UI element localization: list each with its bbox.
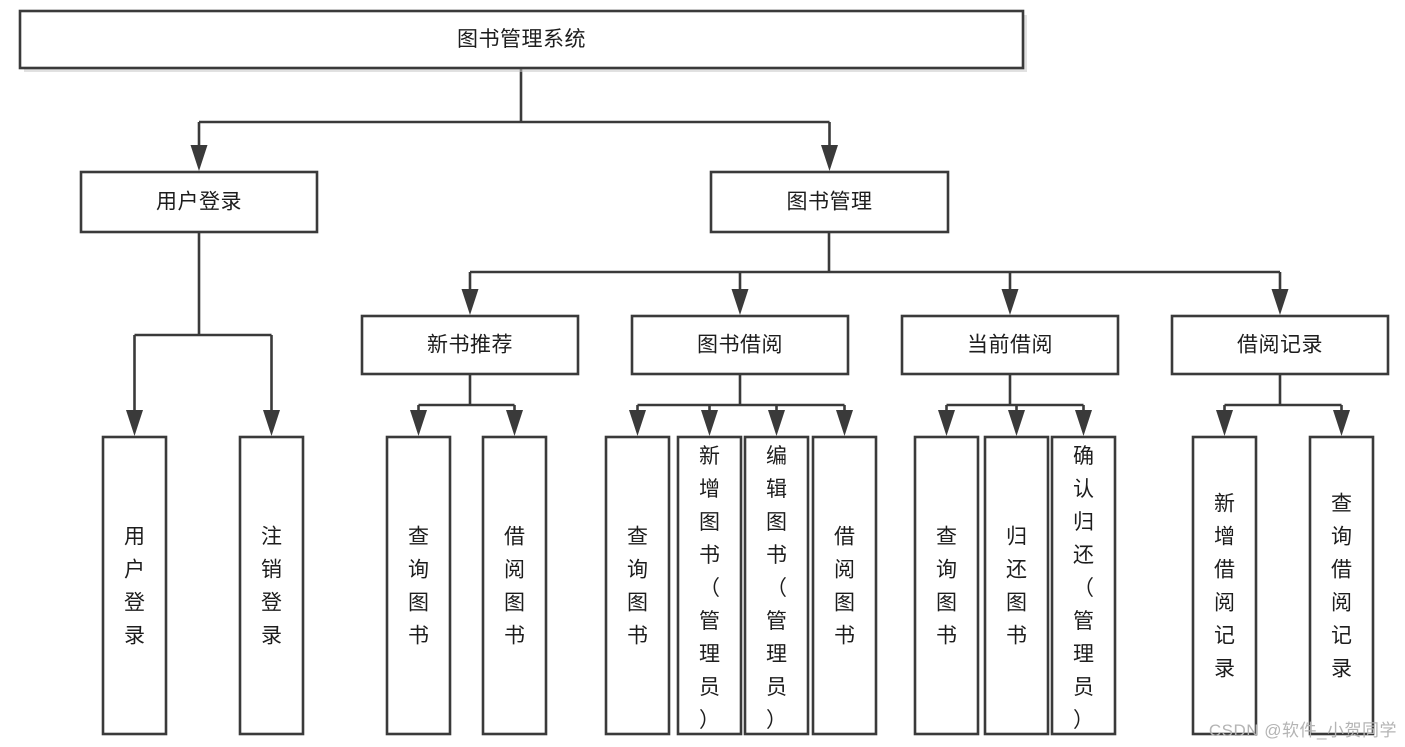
arrow-head-icon [1075,410,1092,436]
node-leaf-query-record[interactable]: 查询借阅记录 [1308,435,1375,736]
arrow-head-icon [126,410,143,436]
arrow-head-icon [629,410,646,436]
arrow-head-icon [768,410,785,436]
arrow-head-icon [190,145,208,171]
node-label: 编辑图书（管理员） [766,445,787,732]
connector-layer [126,68,1350,436]
node-leaf-add-record[interactable]: 新增借阅记录 [1191,435,1258,736]
node-user-login[interactable]: 用户登录 [79,170,319,234]
node-leaf-query-book-1[interactable]: 查询图书 [385,435,452,736]
node-current-borrow[interactable]: 当前借阅 [900,314,1120,376]
node-leaf-return-book[interactable]: 归还图书 [983,435,1050,736]
node-leaf-query-book-3[interactable]: 查询图书 [913,435,980,736]
node-box[interactable] [1050,435,1117,736]
connector-group-book-borrow [629,374,853,436]
node-box[interactable] [604,435,671,736]
node-label: 新增借阅记录 [1214,492,1235,680]
node-box[interactable] [811,435,878,736]
node-leaf-user-login[interactable]: 用户登录 [101,435,168,736]
node-label: 图书管理系统 [457,28,586,51]
node-box[interactable] [385,435,452,736]
arrow-head-icon [410,410,427,436]
node-box[interactable] [101,435,168,736]
node-label: 查询图书 [936,525,957,647]
node-box[interactable] [900,314,1120,376]
node-label: 查询图书 [627,525,648,647]
node-label: 确认归还（管理员） [1073,445,1094,732]
node-leaf-edit-book[interactable]: 编辑图书（管理员） [743,435,810,736]
node-label: 当前借阅 [967,334,1053,357]
arrow-head-icon [1216,410,1233,436]
arrow-head-icon [731,289,749,315]
node-box[interactable] [1170,314,1390,376]
node-box[interactable] [18,9,1025,70]
node-label: 图书管理 [787,191,873,214]
node-label: 新书推荐 [427,334,513,357]
node-box[interactable] [630,314,850,376]
node-box[interactable] [983,435,1050,736]
arrow-head-icon [1333,410,1350,436]
node-new-book-rec[interactable]: 新书推荐 [360,314,580,376]
csdn-watermark: CSDN @软件_小贺同学 [1208,721,1397,740]
arrow-head-icon [461,289,479,315]
arrow-head-icon [1001,289,1019,315]
node-box[interactable] [79,170,319,234]
node-borrow-record[interactable]: 借阅记录 [1170,314,1390,376]
node-box[interactable] [1308,435,1375,736]
node-box[interactable] [676,435,743,736]
arrow-head-icon [263,410,280,436]
node-root[interactable]: 图书管理系统 [18,9,1027,72]
node-leaf-confirm-return[interactable]: 确认归还（管理员） [1050,435,1117,736]
arrow-head-icon [821,145,838,171]
connector-group-root [190,68,838,171]
node-label: 借阅图书 [504,525,525,647]
node-box[interactable] [238,435,305,736]
connector-group-borrow-record [1216,374,1350,436]
node-leaf-add-book[interactable]: 新增图书（管理员） [676,435,743,736]
node-label: 借阅记录 [1237,334,1323,357]
node-box[interactable] [1191,435,1258,736]
node-label: 归还图书 [1006,525,1027,647]
node-label: 用户登录 [124,525,145,647]
node-label: 查询借阅记录 [1331,492,1352,680]
node-label: 图书借阅 [697,334,783,357]
node-label: 借阅图书 [834,525,855,647]
connector-group-new-book-rec [410,374,523,436]
connector-group-current-borrow [938,374,1092,436]
node-box[interactable] [913,435,980,736]
node-leaf-user-logout[interactable]: 注销登录 [238,435,305,736]
node-box[interactable] [481,435,548,736]
node-layer: 图书管理系统用户登录图书管理新书推荐图书借阅当前借阅借阅记录用户登录注销登录查询… [18,9,1390,736]
node-box[interactable] [709,170,950,234]
node-box[interactable] [743,435,810,736]
node-leaf-query-book-2[interactable]: 查询图书 [604,435,671,736]
connector-group-book-manage [461,232,1289,315]
node-leaf-borrow-book-2[interactable]: 借阅图书 [811,435,878,736]
arrow-head-icon [506,410,523,436]
arrow-head-icon [701,410,718,436]
node-book-borrow[interactable]: 图书借阅 [630,314,850,376]
node-label: 新增图书（管理员） [699,445,720,732]
arrow-head-icon [1008,410,1025,436]
node-label: 用户登录 [156,191,242,214]
node-book-manage[interactable]: 图书管理 [709,170,950,234]
arrow-head-icon [836,410,853,436]
node-leaf-borrow-book-1[interactable]: 借阅图书 [481,435,548,736]
node-label: 查询图书 [408,525,429,647]
node-box[interactable] [360,314,580,376]
arrow-head-icon [938,410,955,436]
connector-group-user-login [126,232,280,436]
arrow-head-icon [1271,289,1289,315]
node-label: 注销登录 [261,525,282,647]
